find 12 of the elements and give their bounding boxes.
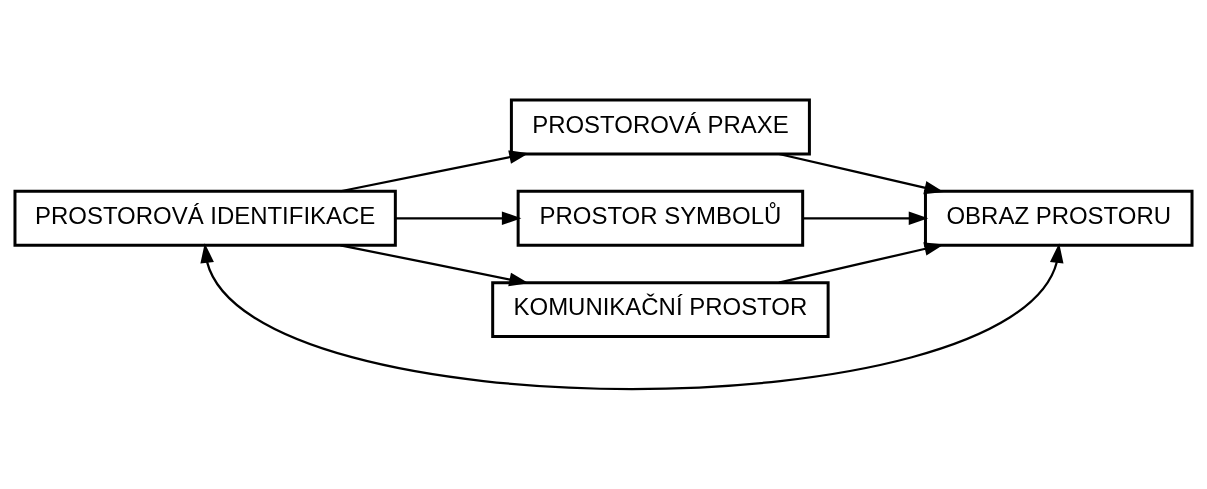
- arrow: [802, 211, 929, 226]
- node-box: PROSTOROVÁ PRAXE: [509, 98, 811, 156]
- arrow: [395, 211, 522, 226]
- arrow: [340, 244, 529, 287]
- node-box: PROSTOROVÁ IDENTIFIKACE: [13, 189, 397, 247]
- arrow: [200, 243, 1064, 390]
- node-box: PROSTOR SYMBOLŮ: [516, 189, 805, 247]
- arrow: [778, 242, 944, 284]
- arrow: [340, 150, 529, 193]
- node-box: OBRAZ PROSTORU: [923, 189, 1194, 247]
- arrow: [778, 152, 944, 195]
- node-box: KOMUNIKAČNÍ PROSTOR: [491, 281, 830, 339]
